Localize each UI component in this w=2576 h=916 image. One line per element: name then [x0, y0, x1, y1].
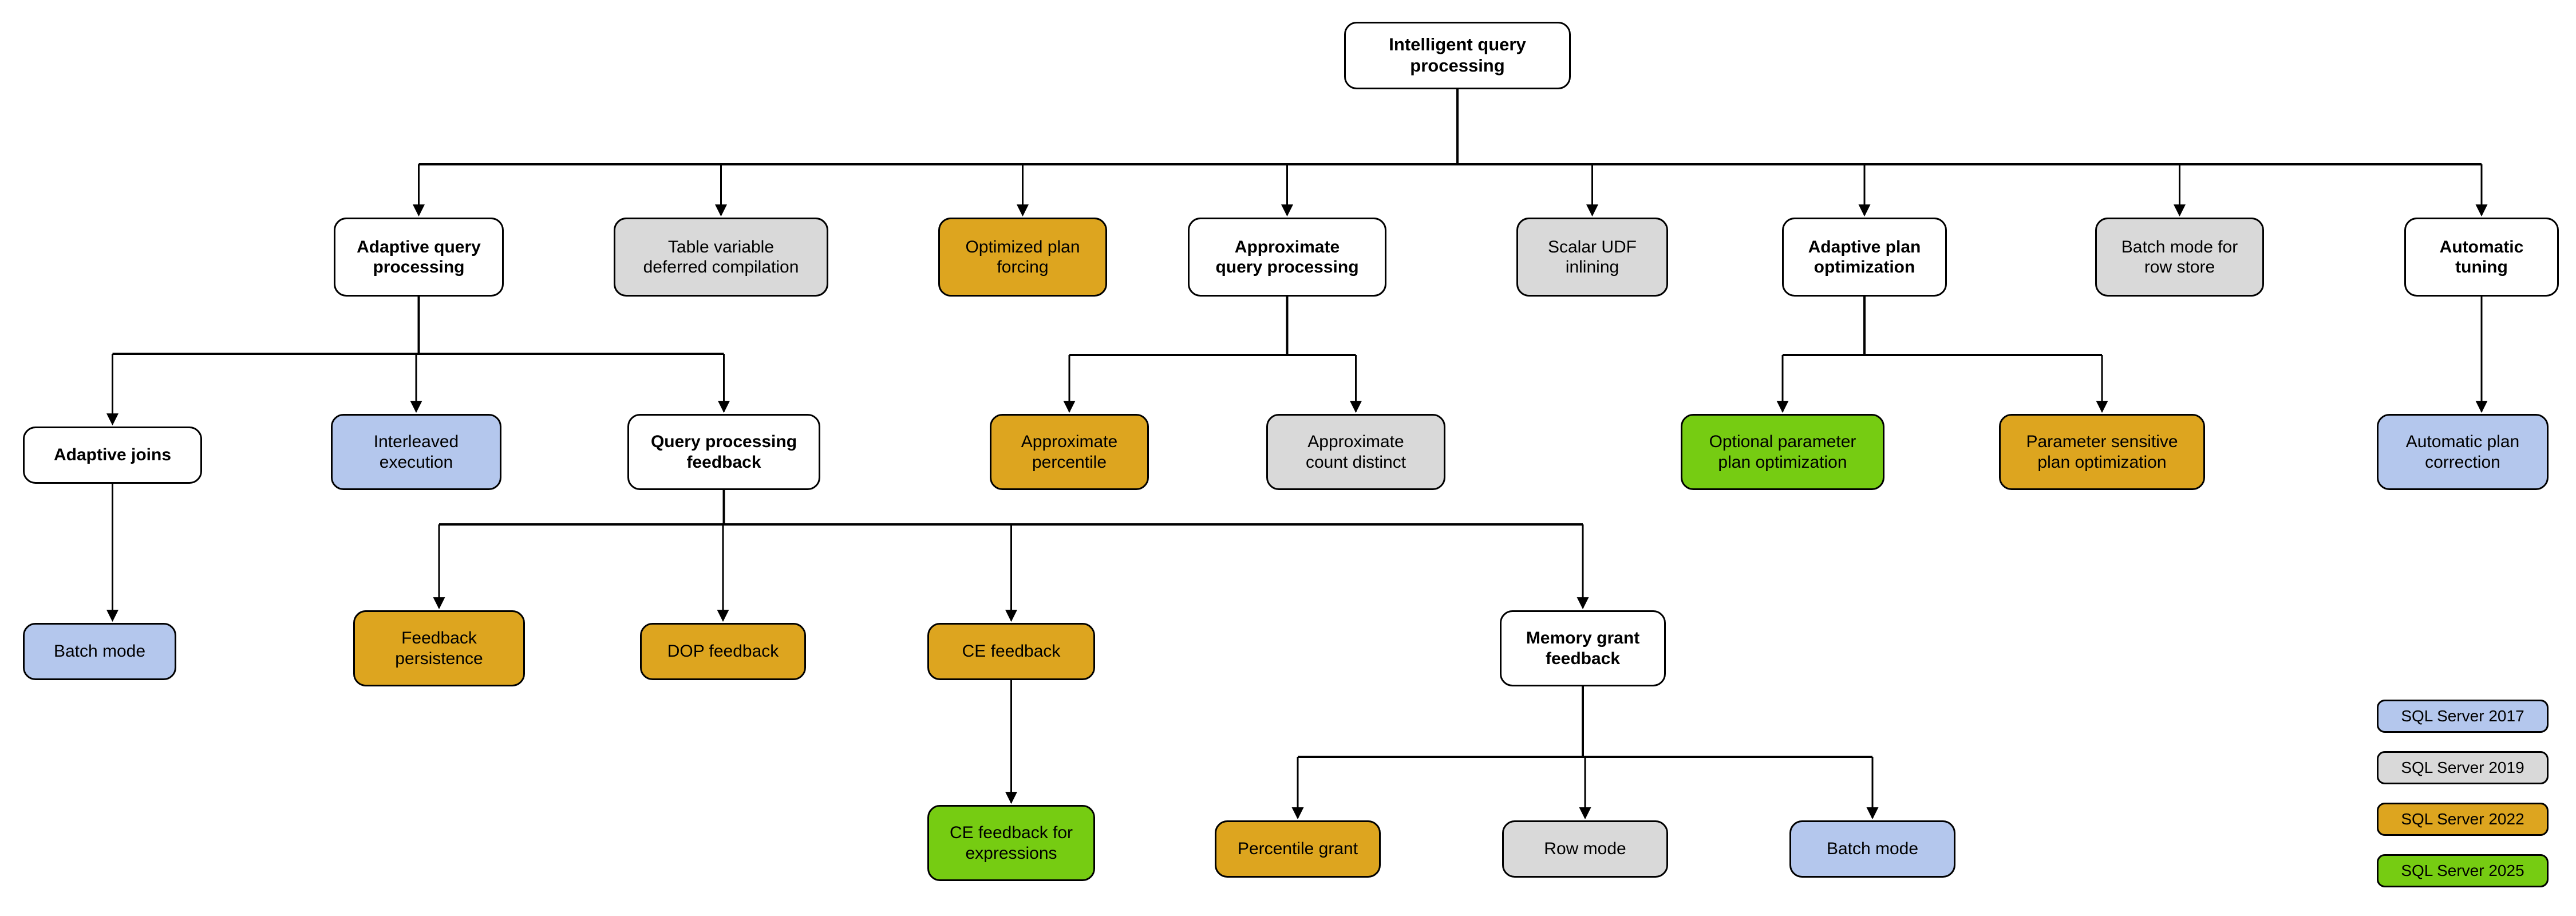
legend-item-label: SQL Server 2019 — [2401, 759, 2524, 776]
node-bmode2[interactable]: Batch mode — [1789, 820, 1955, 878]
node-pctgrant[interactable]: Percentile grant — [1215, 820, 1381, 878]
legend-item-label: SQL Server 2025 — [2401, 862, 2524, 879]
node-apo[interactable]: Adaptive plan optimization — [1782, 218, 1947, 297]
node-bmrs[interactable]: Batch mode for row store — [2095, 218, 2264, 297]
node-aqp[interactable]: Adaptive query processing — [334, 218, 504, 297]
node-label: CE feedback — [962, 642, 1061, 661]
node-label: Automatic tuning — [2439, 237, 2524, 277]
node-approxqp[interactable]: Approximate query processing — [1188, 218, 1386, 297]
node-root[interactable]: Intelligent query processing — [1344, 22, 1571, 89]
node-opf[interactable]: Optimized plan forcing — [938, 218, 1107, 297]
node-ilexec[interactable]: Interleaved execution — [331, 414, 501, 490]
node-label: Optimized plan forcing — [965, 237, 1080, 277]
node-label: Feedback persistence — [395, 629, 483, 668]
node-label: Memory grant feedback — [1526, 629, 1640, 668]
node-cefbexpr[interactable]: CE feedback for expressions — [927, 805, 1095, 881]
node-label: Percentile grant — [1237, 839, 1358, 859]
legend-item-sql2022: SQL Server 2022 — [2377, 803, 2549, 836]
node-label: Parameter sensitive plan optimization — [2026, 432, 2178, 472]
node-autotune[interactable]: Automatic tuning — [2404, 218, 2559, 297]
node-label: Table variable deferred compilation — [643, 237, 799, 277]
node-label: Approximate query processing — [1215, 237, 1359, 277]
node-label: Adaptive query processing — [357, 237, 481, 277]
node-apc[interactable]: Automatic plan correction — [2377, 414, 2549, 490]
node-label: Intelligent query processing — [1389, 34, 1526, 76]
node-pspo[interactable]: Parameter sensitive plan optimization — [1999, 414, 2205, 490]
node-label: Batch mode for row store — [2121, 237, 2238, 277]
legend-item-sql2017: SQL Server 2017 — [2377, 700, 2549, 733]
node-label: Row mode — [1544, 839, 1626, 859]
node-label: Batch mode — [53, 642, 146, 661]
node-label: Query processing feedback — [650, 432, 797, 472]
node-label: DOP feedback — [667, 642, 779, 661]
legend-item-label: SQL Server 2022 — [2401, 810, 2524, 828]
node-ajoins[interactable]: Adaptive joins — [23, 427, 202, 484]
node-approxpct[interactable]: Approximate percentile — [990, 414, 1149, 490]
legend-item-sql2019: SQL Server 2019 — [2377, 751, 2549, 784]
node-cefb[interactable]: CE feedback — [927, 623, 1095, 680]
node-qpf[interactable]: Query processing feedback — [627, 414, 820, 490]
node-fbpersist[interactable]: Feedback persistence — [353, 610, 525, 686]
node-label: Approximate percentile — [1021, 432, 1118, 472]
node-label: Batch mode — [1826, 839, 1919, 859]
node-udf[interactable]: Scalar UDF inlining — [1516, 218, 1668, 297]
legend-item-label: SQL Server 2017 — [2401, 707, 2524, 725]
node-label: Approximate count distinct — [1305, 432, 1406, 472]
node-label: Interleaved execution — [373, 432, 459, 472]
node-label: Scalar UDF inlining — [1547, 237, 1637, 277]
node-label: Automatic plan correction — [2405, 432, 2520, 472]
node-bmode1[interactable]: Batch mode — [23, 623, 176, 680]
node-oppo[interactable]: Optional parameter plan optimization — [1681, 414, 1884, 490]
node-mgf[interactable]: Memory grant feedback — [1500, 610, 1666, 686]
node-label: Adaptive plan optimization — [1808, 237, 1921, 277]
node-tvdc[interactable]: Table variable deferred compilation — [614, 218, 828, 297]
node-rowmode[interactable]: Row mode — [1502, 820, 1668, 878]
node-approxcd[interactable]: Approximate count distinct — [1266, 414, 1445, 490]
node-label: CE feedback for expressions — [949, 823, 1073, 863]
legend-item-sql2025: SQL Server 2025 — [2377, 854, 2549, 887]
node-label: Adaptive joins — [53, 445, 172, 465]
node-label: Optional parameter plan optimization — [1709, 432, 1856, 472]
node-dopfb[interactable]: DOP feedback — [640, 623, 806, 680]
